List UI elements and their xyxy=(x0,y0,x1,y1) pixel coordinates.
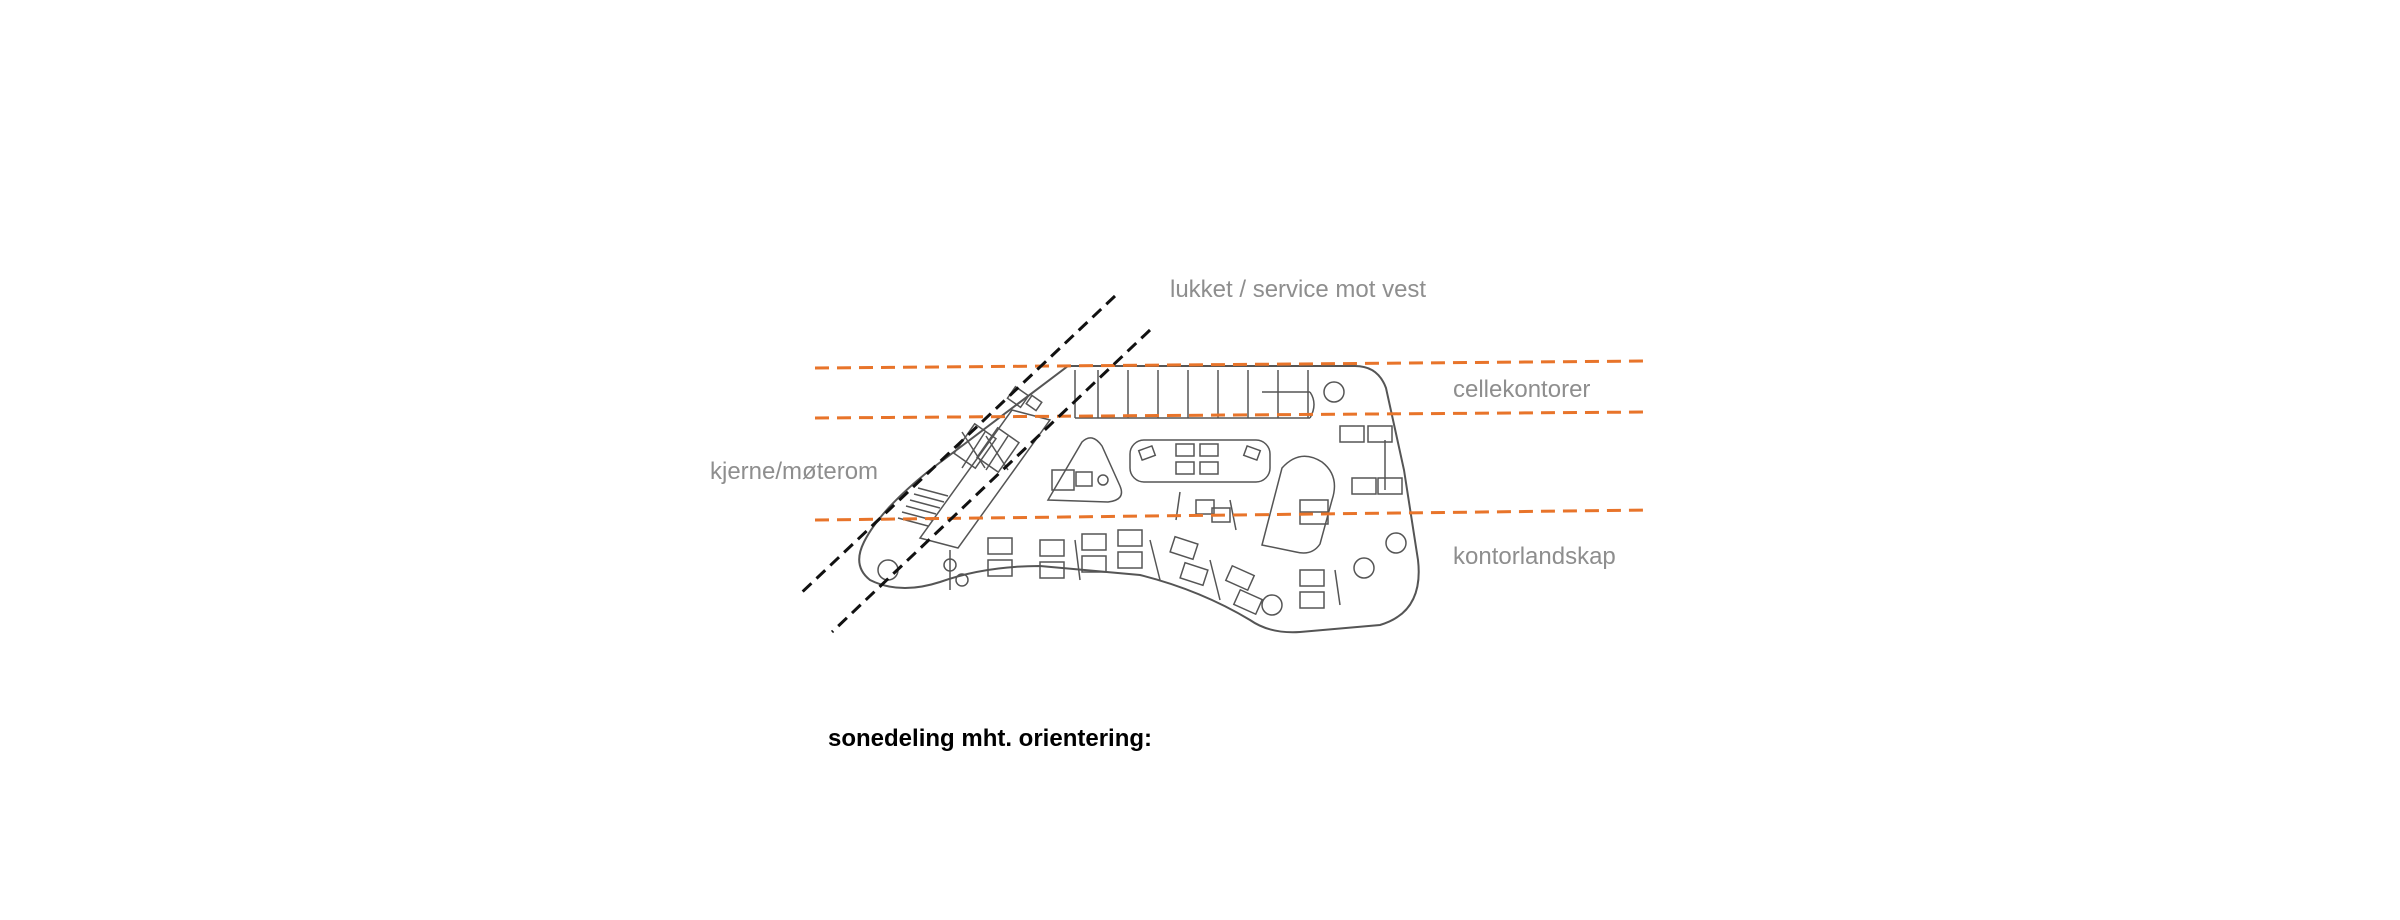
label-cell-offices: cellekontorer xyxy=(1453,376,1591,403)
core-line-left xyxy=(796,294,1117,598)
zone-line-top xyxy=(814,359,1651,370)
zone-line-lower xyxy=(814,508,1651,522)
zone-lines xyxy=(814,359,1651,522)
label-core-meeting: kjerne/møterom xyxy=(710,458,879,485)
meeting-pods xyxy=(1046,437,1336,554)
core-line-right xyxy=(830,328,1152,634)
diagram-caption: sonedeling mht. orientering: xyxy=(828,725,1153,752)
label-west-service: lukket / service mot vest xyxy=(1170,276,1427,303)
label-open-office: kontorlandskap xyxy=(1453,543,1616,570)
building-outline xyxy=(858,365,1420,634)
zone-line-mid xyxy=(814,410,1651,420)
core-lines xyxy=(796,294,1152,634)
